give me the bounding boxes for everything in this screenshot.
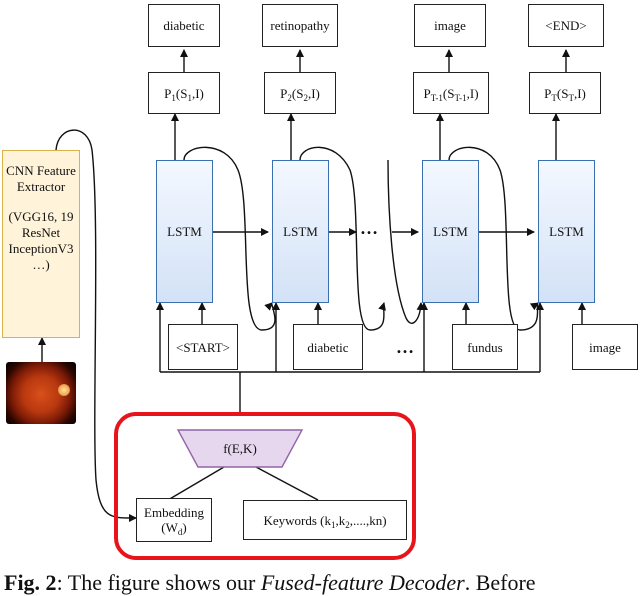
caption-text: : The figure shows our — [56, 570, 261, 595]
output-word-1: diabetic — [148, 4, 220, 47]
keywords-box: Keywords (k1,k2,....,kn) — [243, 500, 407, 540]
optic-disc — [58, 384, 70, 396]
figure-number: Fig. 2 — [4, 570, 57, 595]
embedding-box: Embedding (Wd) — [136, 498, 212, 542]
output-word-3: image — [414, 4, 486, 47]
caption-text-end: . Before — [464, 570, 536, 595]
prob-box-4: PT(ST,I) — [529, 72, 601, 114]
cnn-feature-extractor: CNN Feature Extractor (VGG16, 19 ResNet … — [2, 150, 80, 338]
cnn-line: ResNet — [21, 225, 61, 240]
fusion-function-label: f(E,K) — [223, 440, 257, 456]
lstm-cell-3: LSTM — [422, 160, 479, 303]
fusion-module-frame — [114, 412, 416, 560]
cnn-line: (VGG16, 19 — [8, 209, 74, 224]
keywords-label: Keywords (k1,k2,....,kn) — [263, 512, 387, 530]
lstm-cell-2: LSTM — [272, 160, 329, 303]
prob-box-3: PT-1(ST-1,I) — [413, 72, 489, 114]
ellipsis-inputs: … — [396, 337, 415, 357]
caption-model-name: Fused-feature Decoder — [260, 570, 465, 595]
output-word-4: <END> — [528, 4, 604, 47]
lstm-cell-1: LSTM — [156, 160, 213, 303]
prob-label: P2(S2,I) — [280, 85, 320, 103]
prob-label: PT-1(ST-1,I) — [423, 85, 479, 103]
prob-box-1: P1(S1,I) — [148, 72, 220, 114]
embedding-weight: (Wd) — [161, 520, 187, 537]
figure-caption: Fig. 2: The figure shows our Fused-featu… — [4, 570, 536, 596]
ellipsis-lstm: … — [360, 218, 379, 238]
cnn-line: CNN Feature — [6, 163, 76, 178]
fundus-image — [6, 362, 76, 424]
prob-box-2: P2(S2,I) — [264, 72, 336, 114]
prob-label: P1(S1,I) — [164, 85, 204, 103]
output-word-2: retinopathy — [262, 4, 338, 47]
lstm-cell-4: LSTM — [538, 160, 595, 303]
input-word-2: diabetic — [293, 324, 363, 370]
cnn-line: InceptionV3 — [8, 241, 74, 256]
input-word-3: fundus — [452, 324, 518, 370]
cnn-line: …) — [32, 257, 50, 272]
input-word-4: image — [572, 324, 638, 370]
prob-label: PT(ST,I) — [544, 85, 586, 103]
embedding-label: Embedding — [144, 505, 204, 520]
input-word-1: <START> — [168, 324, 238, 370]
cnn-line: Extractor — [16, 179, 66, 194]
